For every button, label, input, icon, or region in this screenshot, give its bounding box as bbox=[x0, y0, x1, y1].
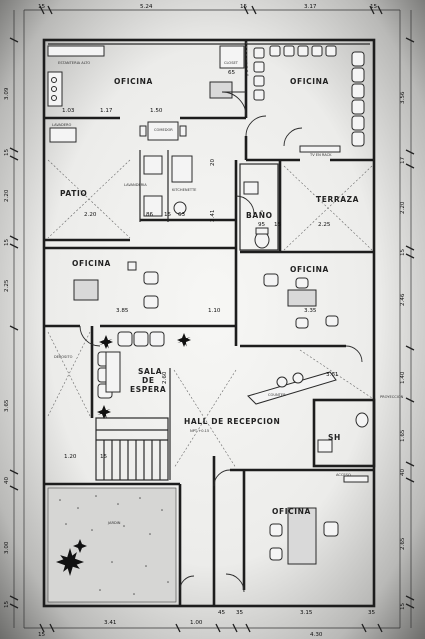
label-acceso: ACCESO bbox=[336, 473, 351, 477]
dim-left-5: 3.65 bbox=[4, 399, 10, 412]
dim-inner-15a: 15 bbox=[164, 212, 172, 218]
dim-top-0: 15 bbox=[38, 4, 46, 10]
dim-left-7: 3.00 bbox=[4, 541, 10, 554]
room-label-sala-line1: SALA bbox=[138, 367, 162, 376]
dim-inner-150: 1.50 bbox=[150, 108, 163, 114]
label-estanteria: ESTANTERIA ALTO bbox=[58, 61, 90, 65]
dim-inner-20: 20 bbox=[210, 158, 216, 166]
dim-left-2: 2.20 bbox=[4, 189, 10, 202]
dim-inner-117: 1.17 bbox=[100, 108, 113, 114]
dim-inner-65: 65 bbox=[228, 70, 236, 76]
doors bbox=[79, 91, 363, 593]
plants bbox=[56, 333, 191, 576]
dim-inner-95: 95 bbox=[258, 222, 266, 228]
dim-bottom-6: 35 bbox=[368, 610, 376, 616]
dim-bottom-0: 15 bbox=[38, 632, 46, 638]
room-label-bano: BAÑO bbox=[246, 211, 273, 220]
label-deposito: DEPOSITO bbox=[54, 355, 73, 359]
dim-inner-110: 1.10 bbox=[208, 308, 221, 314]
annotation-labels: ESTANTERIA ALTO CLOSET LAVADERO COMEDOR … bbox=[52, 61, 404, 525]
dim-top-4: 15 bbox=[370, 4, 378, 10]
dim-inner-260: 2.60 bbox=[162, 371, 168, 384]
dim-inner-241: 2.41 bbox=[210, 209, 216, 222]
dim-left-3: 15 bbox=[4, 238, 10, 246]
room-label-patio: PATIO bbox=[60, 189, 87, 198]
dim-bottom-right-0: 4.30 bbox=[310, 632, 323, 638]
furniture bbox=[47, 45, 369, 565]
staircase bbox=[95, 417, 169, 481]
dim-inner-361: 3.61 bbox=[326, 372, 339, 378]
dim-inner-335: 3.35 bbox=[304, 308, 317, 314]
dim-top-2: 15 bbox=[240, 4, 248, 10]
label-counter: COUNTER bbox=[268, 393, 286, 397]
dimension-text-bottom: 15 3.41 1.00 45 35 3.15 35 4.30 bbox=[38, 610, 376, 638]
dim-bottom-4: 35 bbox=[236, 610, 244, 616]
dim-left-6: 40 bbox=[4, 476, 10, 484]
dimension-text-inner: 1.03 1.17 1.50 65 2.20 86 15 63 2.41 20 … bbox=[62, 70, 339, 460]
dim-left-4: 2.25 bbox=[4, 279, 10, 292]
dim-right-5: 1.40 bbox=[400, 371, 406, 384]
dim-top-3: 3.17 bbox=[304, 4, 317, 10]
room-label-hall: HALL DE RECEPCION bbox=[184, 417, 280, 426]
label-lavadero: LAVADERO bbox=[52, 123, 72, 127]
dim-bottom-2: 1.00 bbox=[190, 620, 203, 626]
dim-top-1: 5.24 bbox=[140, 4, 153, 10]
dim-right-8: 2.65 bbox=[400, 537, 406, 550]
exterior-walls bbox=[42, 38, 376, 608]
dim-inner-220a: 2.20 bbox=[84, 212, 97, 218]
label-jardin: JARDIN bbox=[107, 521, 121, 525]
dim-right-6: 1.65 bbox=[400, 429, 406, 442]
dim-right-4: 2.46 bbox=[400, 293, 406, 306]
dim-right-9: 15 bbox=[400, 602, 406, 610]
dimension-text-top: 15 5.24 15 3.17 15 bbox=[38, 4, 378, 10]
dim-inner-120: 1.20 bbox=[64, 454, 77, 460]
room-label-sh: SH bbox=[328, 433, 341, 442]
dim-bottom-5: 3.15 bbox=[300, 610, 313, 616]
room-labels: OFICINA OFICINA PATIO BAÑO TERRAZA OFICI… bbox=[60, 77, 359, 516]
room-label-oficina-mid-right: OFICINA bbox=[290, 265, 329, 274]
dim-right-2: 2.20 bbox=[400, 201, 406, 214]
label-closet: CLOSET bbox=[224, 61, 239, 65]
dim-right-7: 40 bbox=[400, 468, 406, 476]
dim-inner-15c: 15 bbox=[100, 454, 108, 460]
label-npt: NPT +0.15 bbox=[190, 429, 209, 433]
label-proyeccion: PROYECCION bbox=[380, 395, 404, 399]
dim-left-8: 15 bbox=[4, 600, 10, 608]
void-cross-lines bbox=[47, 39, 373, 469]
room-label-sala-line2: DE bbox=[142, 376, 155, 385]
label-kitchenette: KITCHENETTE bbox=[172, 188, 197, 192]
room-label-oficina-top-left: OFICINA bbox=[114, 77, 153, 86]
dim-left-1: 15 bbox=[4, 148, 10, 156]
label-lavanderia: LAVANDERIA bbox=[124, 183, 147, 187]
dim-inner-225: 2.25 bbox=[318, 222, 331, 228]
interior-walls bbox=[44, 40, 376, 606]
garden-area bbox=[47, 487, 177, 603]
dimension-text-right: 3.56 17 2.20 15 2.46 1.40 1.65 40 2.65 1… bbox=[400, 91, 406, 610]
dim-inner-63: 63 bbox=[178, 212, 186, 218]
label-tv-rack: TV EN RACK bbox=[309, 153, 332, 157]
dim-bottom-1: 3.41 bbox=[104, 620, 117, 626]
room-label-terraza: TERRAZA bbox=[316, 195, 359, 204]
dim-left-0: 3.09 bbox=[4, 87, 10, 100]
room-label-sala-line3: ESPERA bbox=[130, 385, 166, 394]
dim-inner-15b: 15 bbox=[274, 222, 282, 228]
dim-right-0: 3.56 bbox=[400, 91, 406, 104]
room-label-oficina-mid-left: OFICINA bbox=[72, 259, 111, 268]
dim-bottom-3: 45 bbox=[218, 610, 226, 616]
dim-inner-385: 3.85 bbox=[116, 308, 129, 314]
dimension-text-left: 3.09 15 2.20 15 2.25 3.65 40 3.00 15 bbox=[4, 87, 10, 608]
room-label-oficina-bottom: OFICINA bbox=[272, 507, 311, 516]
dim-inner-103: 1.03 bbox=[62, 108, 75, 114]
dim-right-3: 15 bbox=[400, 248, 406, 256]
dimension-lines bbox=[9, 5, 415, 633]
label-comedor: COMEDOR bbox=[154, 128, 173, 132]
dim-right-1: 17 bbox=[400, 156, 406, 164]
room-label-oficina-top-right: OFICINA bbox=[290, 77, 329, 86]
dim-inner-86: 86 bbox=[146, 212, 154, 218]
